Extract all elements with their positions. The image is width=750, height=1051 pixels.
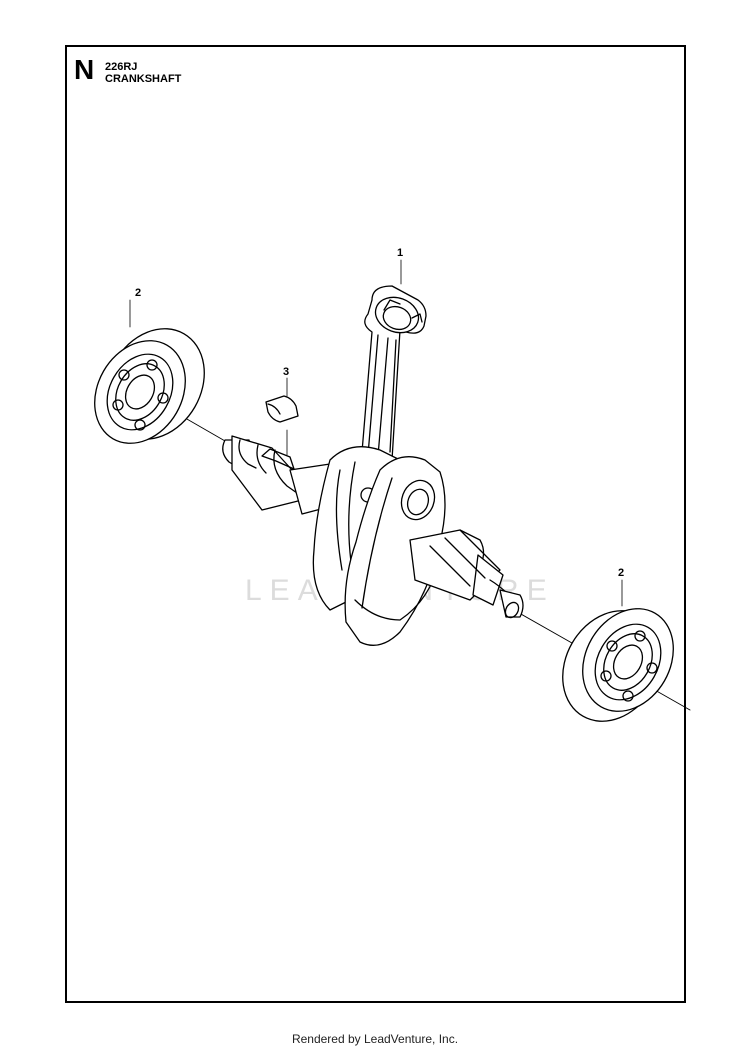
footer-credit: Rendered by LeadVenture, Inc. [291, 1032, 459, 1046]
bearing-right [562, 579, 674, 722]
crankshaft-right-shaft [409, 529, 524, 619]
diagram-frame [65, 45, 686, 1003]
diagram-title: CRANKSHAFT [105, 73, 182, 85]
model-number: 226RJ [105, 61, 138, 73]
crank-web-right [344, 456, 446, 646]
section-letter: N [74, 54, 95, 85]
callout-2-right: 2 [618, 567, 624, 579]
connecting-rod [360, 259, 427, 473]
key-part [265, 377, 299, 423]
callout-1: 1 [397, 247, 403, 259]
callout-2-left: 2 [135, 287, 141, 299]
bearing-left [94, 299, 205, 444]
callout-3: 3 [283, 366, 289, 378]
